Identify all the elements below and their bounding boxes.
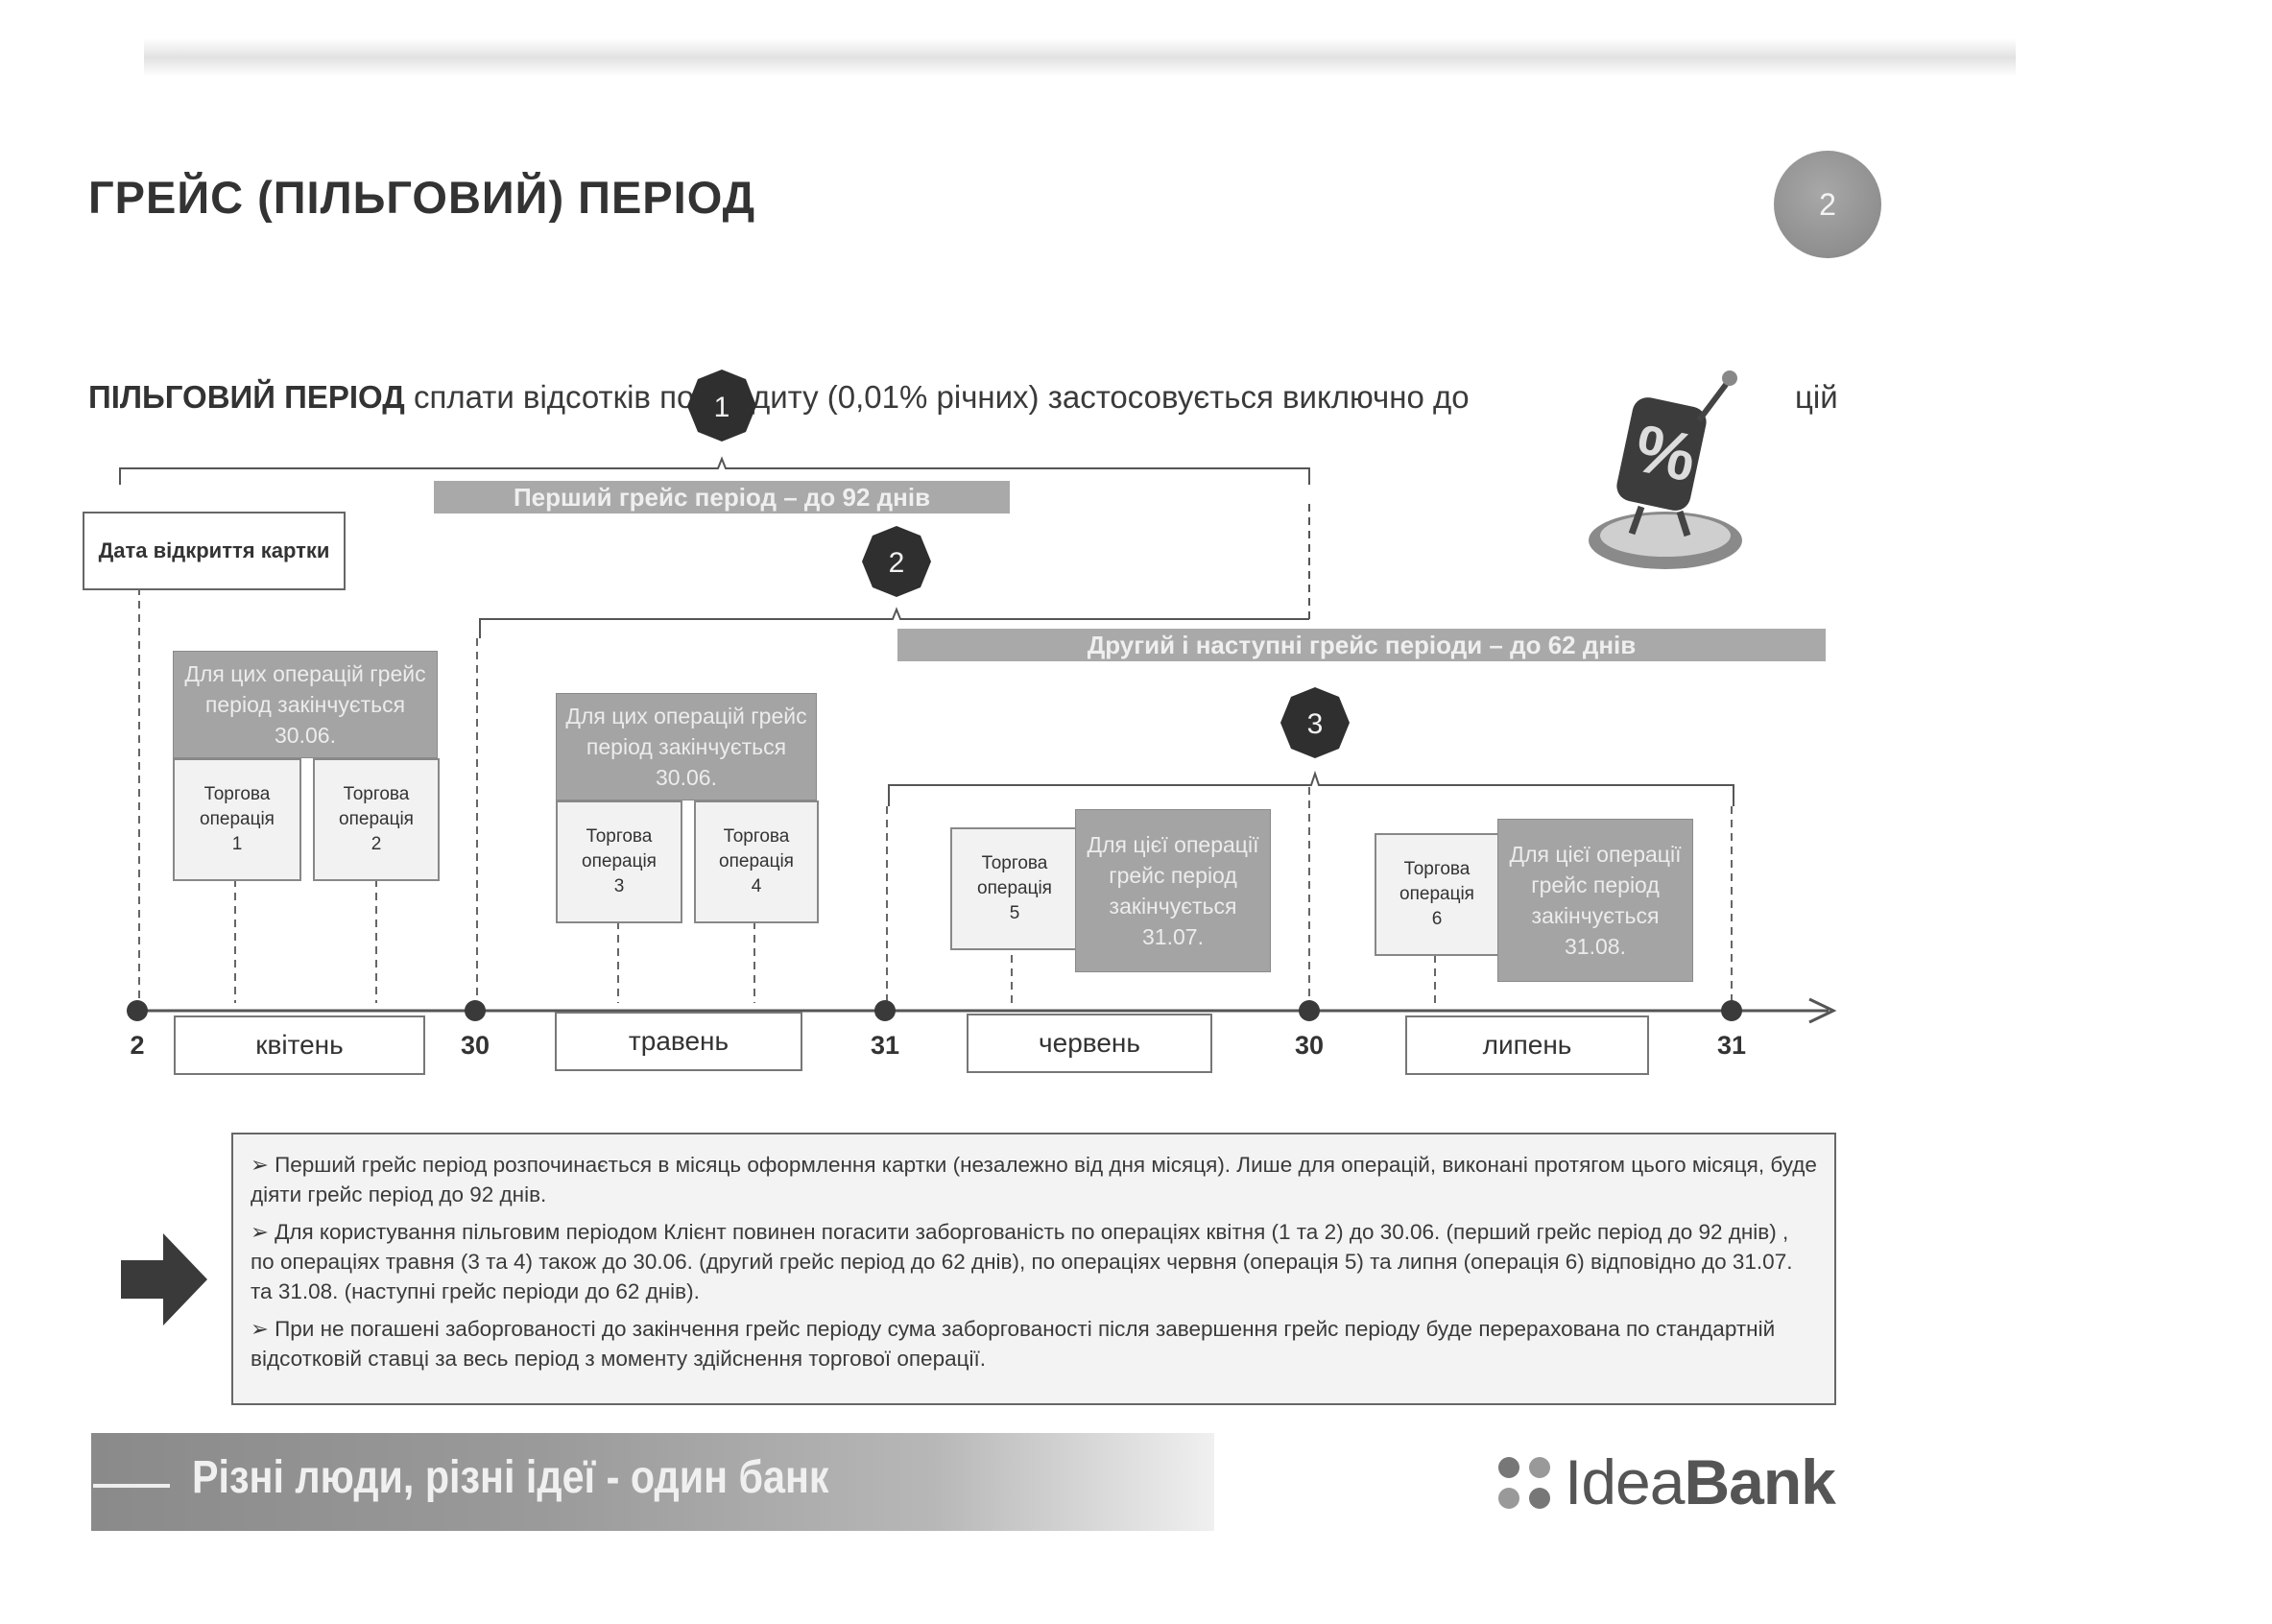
operation-num: 5 <box>1009 903 1020 923</box>
first-grace-band: Перший грейс період – до 92 днів <box>434 481 1010 513</box>
day-label-2: 30 <box>460 1031 490 1060</box>
note-1: ➢ Перший грейс період розпочинається в м… <box>251 1153 1817 1206</box>
operation-label: Торгова операція <box>582 826 657 872</box>
day-label-3: 31 <box>870 1031 900 1060</box>
intro-tail: цій <box>1795 379 1838 415</box>
day-label-4: 30 <box>1294 1031 1325 1060</box>
notes-box: ➢ Перший грейс період розпочинається в м… <box>231 1133 1836 1405</box>
intro-body: сплати відсотків по кредиту (0,01% річни… <box>404 379 1470 415</box>
marker-3-icon: 3 <box>1280 687 1350 758</box>
intro-bold: ПІЛЬГОВИЙ ПЕРІОД <box>88 379 405 415</box>
operation-box-1: Торгова операція 1 <box>173 758 301 881</box>
operation-num: 1 <box>231 834 243 854</box>
grace-end-box-3: Для цієї операції грейс період закінчуєт… <box>1075 809 1271 972</box>
footer-dash <box>93 1484 170 1488</box>
intro-text: ПІЛЬГОВИЙ ПЕРІОД сплати відсотків по кре… <box>88 379 1470 416</box>
second-grace-band: Другий і наступні грейс періоди – до 62 … <box>897 629 1826 661</box>
day-label-5: 31 <box>1716 1031 1747 1060</box>
month-box-july: липень <box>1405 1015 1649 1075</box>
footer-slogan: Різні люди, різні ідеї - один банк <box>192 1452 829 1503</box>
operation-box-4: Торгова операція 4 <box>694 800 819 923</box>
ideabank-logo-icon <box>1498 1457 1550 1509</box>
grace-end-box-4: Для цієї операції грейс період закінчуєт… <box>1497 819 1693 982</box>
marker-1-icon: 1 <box>687 370 756 442</box>
marker-1-label: 1 <box>714 392 730 423</box>
marker-2-label: 2 <box>889 547 905 579</box>
month-box-april: квітень <box>174 1015 425 1075</box>
note-3: ➢ При не погашені заборгованості до закі… <box>251 1317 1776 1371</box>
operation-label: Торгова операція <box>200 784 275 829</box>
card-open-date-box: Дата відкриття картки <box>83 512 346 590</box>
operation-box-2: Торгова операція 2 <box>313 758 440 881</box>
operation-label: Торгова операція <box>1399 859 1474 904</box>
right-arrow-icon <box>121 1233 207 1325</box>
logo-bold: Bank <box>1684 1446 1835 1517</box>
operation-box-5: Торгова операція 5 <box>950 827 1079 950</box>
page-number-badge: 2 <box>1774 151 1881 258</box>
operation-box-6: Торгова операція 6 <box>1375 833 1499 956</box>
marker-2-icon: 2 <box>862 526 931 597</box>
operation-box-3: Торгова операція 3 <box>556 800 682 923</box>
logo-light: Idea <box>1565 1446 1685 1517</box>
footer-band <box>91 1433 1214 1531</box>
note-2: ➢ Для користування пільговим періодом Кл… <box>251 1220 1793 1303</box>
grace-end-box-1: Для цих операцій грейс період закінчуєть… <box>173 651 438 758</box>
operation-label: Торгова операція <box>977 853 1052 898</box>
operation-label: Торгова операція <box>339 784 414 829</box>
operation-num: 2 <box>371 834 382 854</box>
marker-3-label: 3 <box>1307 708 1324 740</box>
operation-num: 3 <box>613 876 625 896</box>
ideabank-logo-text: IdeaBank <box>1565 1445 1836 1518</box>
operation-num: 4 <box>751 876 762 896</box>
operation-label: Торгова операція <box>719 826 794 872</box>
day-label-1: 2 <box>130 1031 145 1060</box>
slide-title: ГРЕЙС (ПІЛЬГОВИЙ) ПЕРІОД <box>88 172 756 223</box>
grace-end-box-2: Для цих операцій грейс період закінчуєть… <box>556 693 817 800</box>
scan-shadow <box>144 38 2016 77</box>
month-box-may: травень <box>555 1012 802 1071</box>
operation-num: 6 <box>1431 909 1443 929</box>
percent-mascot-icon: % <box>1589 370 1742 569</box>
month-box-june: червень <box>967 1014 1212 1073</box>
